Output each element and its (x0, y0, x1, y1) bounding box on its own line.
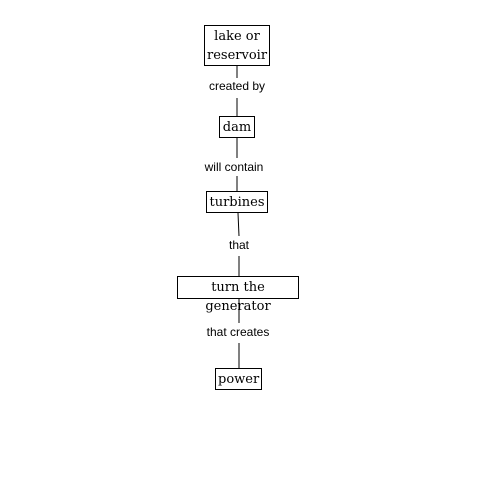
node-lake-or-reservoir: lake or reservoir (204, 25, 270, 66)
link-label-that: that (189, 238, 289, 252)
node-turn-the-generator: turn the generator (177, 276, 299, 314)
connector-turbines-to-that (237, 212, 240, 237)
link-label-that-creates: that creates (188, 325, 288, 339)
link-label-will-contain: will contain (184, 160, 284, 174)
link-label-created-by: created by (187, 79, 287, 93)
node-dam: dam (219, 116, 255, 138)
node-turbines: turbines (206, 191, 268, 213)
node-power: power (215, 368, 262, 390)
